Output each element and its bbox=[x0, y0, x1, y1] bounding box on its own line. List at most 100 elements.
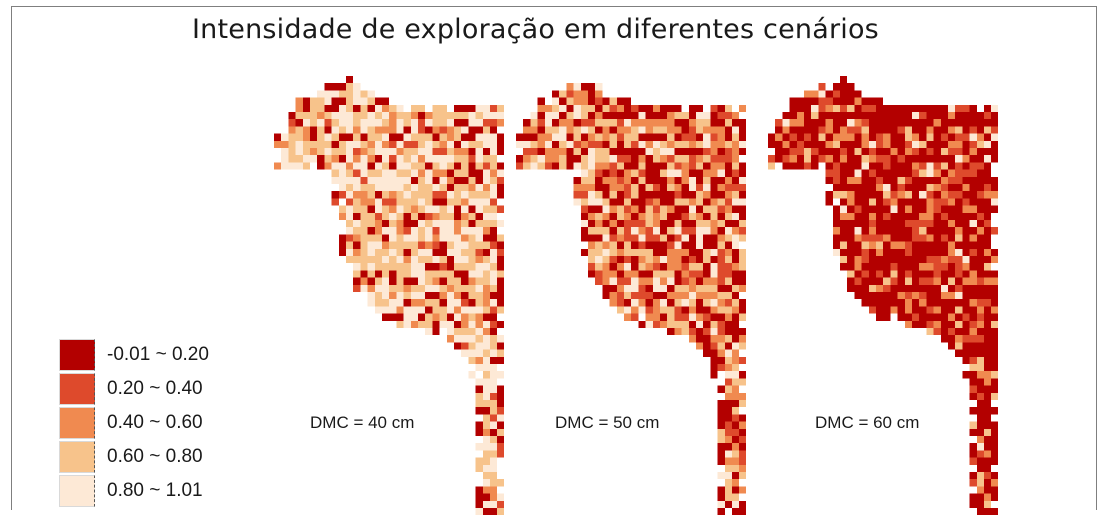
raster-cell bbox=[374, 155, 382, 163]
raster-cell bbox=[955, 313, 963, 321]
raster-cell bbox=[660, 162, 668, 170]
raster-cell bbox=[976, 414, 984, 422]
raster-cell bbox=[897, 212, 905, 220]
raster-cell bbox=[991, 493, 998, 501]
raster-cell bbox=[768, 162, 776, 170]
raster-cell bbox=[919, 148, 927, 156]
raster-cell bbox=[984, 284, 992, 292]
raster-cell bbox=[919, 119, 927, 127]
raster-cell bbox=[367, 292, 375, 300]
raster-cell bbox=[696, 256, 704, 264]
raster-cell bbox=[919, 191, 927, 199]
raster-cell bbox=[425, 140, 433, 148]
raster-cell bbox=[825, 155, 833, 163]
raster-cell bbox=[360, 162, 368, 170]
raster-cell bbox=[732, 184, 740, 192]
raster-cell bbox=[876, 176, 884, 184]
raster-cell bbox=[566, 119, 574, 127]
raster-cell bbox=[782, 126, 790, 134]
raster-cell bbox=[446, 162, 454, 170]
raster-cell bbox=[559, 140, 567, 148]
raster-cell bbox=[338, 212, 346, 220]
raster-cell bbox=[559, 119, 567, 127]
raster-cell bbox=[418, 313, 426, 321]
raster-cell bbox=[475, 184, 483, 192]
raster-cell bbox=[904, 299, 912, 307]
raster-cell bbox=[338, 112, 346, 120]
raster-cell bbox=[353, 90, 361, 98]
raster-cell bbox=[403, 205, 411, 213]
raster-cell bbox=[724, 248, 732, 256]
raster-cell bbox=[991, 320, 998, 328]
raster-cell bbox=[374, 292, 382, 300]
raster-cell bbox=[933, 313, 941, 321]
raster-cell bbox=[739, 212, 746, 220]
raster-cell bbox=[933, 162, 941, 170]
raster-cell bbox=[739, 263, 746, 271]
raster-cell bbox=[418, 198, 426, 206]
raster-cell bbox=[516, 155, 524, 163]
raster-cell bbox=[897, 227, 905, 235]
raster-cell bbox=[926, 284, 934, 292]
raster-cell bbox=[739, 205, 746, 213]
raster-cell bbox=[933, 320, 941, 328]
raster-cell bbox=[696, 270, 704, 278]
raster-cell bbox=[446, 241, 454, 249]
raster-cell bbox=[482, 212, 490, 220]
raster-cell bbox=[667, 292, 675, 300]
raster-cell bbox=[710, 328, 718, 336]
raster-cell bbox=[346, 148, 354, 156]
raster-cell bbox=[926, 112, 934, 120]
raster-cell bbox=[940, 328, 948, 336]
raster-cell bbox=[396, 270, 404, 278]
raster-cell bbox=[861, 234, 869, 242]
raster-cell bbox=[523, 155, 531, 163]
raster-cell bbox=[497, 104, 504, 112]
raster-cell bbox=[439, 162, 447, 170]
raster-cell bbox=[490, 356, 498, 364]
raster-cell bbox=[410, 320, 418, 328]
raster-cell bbox=[919, 112, 927, 120]
raster-cell bbox=[969, 335, 977, 343]
raster-cell bbox=[962, 356, 970, 364]
raster-cell bbox=[544, 119, 552, 127]
raster-cell bbox=[732, 284, 740, 292]
raster-cell bbox=[374, 299, 382, 307]
raster-cell bbox=[883, 270, 891, 278]
raster-cell bbox=[552, 104, 560, 112]
raster-cell bbox=[454, 227, 462, 235]
raster-cell bbox=[940, 277, 948, 285]
raster-cell bbox=[595, 162, 603, 170]
raster-cell bbox=[360, 176, 368, 184]
raster-cell bbox=[497, 184, 504, 192]
raster-cell bbox=[418, 263, 426, 271]
raster-cell bbox=[631, 277, 639, 285]
raster-cell bbox=[588, 148, 596, 156]
raster-cell bbox=[948, 169, 956, 177]
raster-cell bbox=[847, 126, 855, 134]
raster-cell bbox=[588, 191, 596, 199]
raster-cell bbox=[890, 306, 898, 314]
raster-cell bbox=[739, 284, 746, 292]
raster-cell bbox=[868, 176, 876, 184]
raster-cell bbox=[490, 493, 498, 501]
raster-cell bbox=[969, 112, 977, 120]
raster-cell bbox=[703, 306, 711, 314]
raster-cell bbox=[883, 212, 891, 220]
raster-cell bbox=[876, 292, 884, 300]
raster-cell bbox=[868, 97, 876, 105]
raster-cell bbox=[389, 133, 397, 141]
raster-cell bbox=[468, 198, 476, 206]
raster-cell bbox=[446, 306, 454, 314]
raster-cell bbox=[840, 104, 848, 112]
raster-cell bbox=[890, 256, 898, 264]
raster-cell bbox=[475, 220, 483, 228]
raster-cell bbox=[688, 169, 696, 177]
raster-cell bbox=[552, 97, 560, 105]
raster-cell bbox=[883, 277, 891, 285]
raster-cell bbox=[616, 227, 624, 235]
raster-cell bbox=[667, 256, 675, 264]
raster-cell bbox=[410, 112, 418, 120]
raster-cell bbox=[338, 169, 346, 177]
raster-cell bbox=[876, 148, 884, 156]
